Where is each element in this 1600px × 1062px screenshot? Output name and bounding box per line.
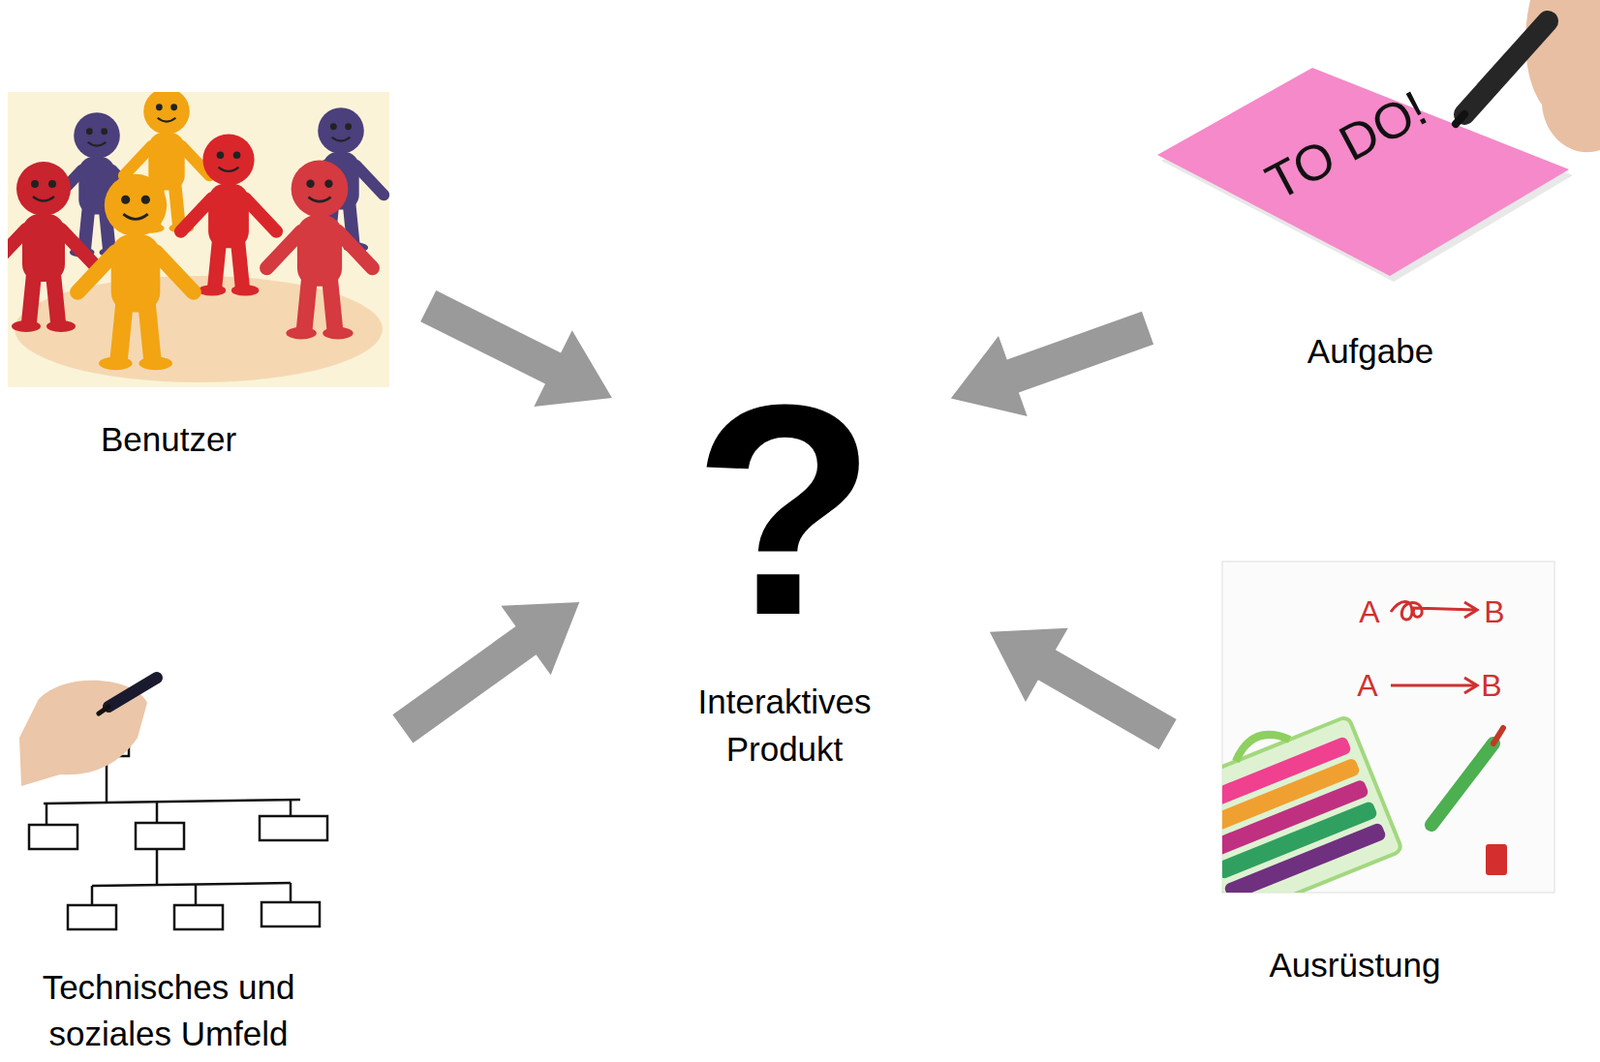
block-arrow — [392, 602, 580, 744]
question-mark: ? — [668, 384, 901, 637]
equipment-picture-part-part-part — [1230, 726, 1290, 762]
product-node: ? Interaktives Produkt — [668, 384, 901, 773]
users-picture — [7, 92, 390, 388]
todo-note-picture-part — [1455, 114, 1465, 124]
equipment-picture-part-part-part — [1223, 822, 1387, 893]
org-chart-picture-part — [259, 816, 328, 841]
org-chart-picture-part — [194, 885, 198, 906]
users-picture-part — [7, 161, 94, 333]
task-node: Aufgabe — [1163, 0, 1600, 375]
todo-note-picture — [1157, 0, 1600, 282]
todo-note-picture-part — [1464, 21, 1548, 115]
org-chart-picture-part — [155, 802, 159, 824]
handwritten-letter: A — [1356, 670, 1378, 702]
users-picture-part — [77, 174, 194, 370]
org-chart-picture-part — [91, 886, 94, 906]
equipment-picture-part-part-part — [1222, 716, 1403, 893]
block-arrow — [420, 290, 613, 407]
org-chart-picture-part — [67, 905, 117, 930]
equipment-picture-part-part — [1485, 844, 1508, 876]
handwritten-letter: A — [1358, 596, 1380, 628]
org-chart-picture-part — [29, 825, 78, 850]
handwritten-letter: B — [1480, 670, 1502, 702]
todo-note-picture-part — [1157, 67, 1570, 277]
org-chart-picture-part — [174, 905, 223, 930]
equipment-picture-part-part — [1464, 677, 1477, 694]
org-chart-picture-part — [108, 677, 157, 708]
user-node: Benutzer — [7, 92, 390, 463]
org-chart-picture-part — [92, 883, 291, 887]
environment-node: Technisches und soziales Umfeld — [15, 677, 332, 1058]
equipment-picture-part-part — [1493, 728, 1504, 744]
org-chart-picture-part — [261, 902, 320, 927]
org-chart-picture-part — [289, 883, 293, 903]
block-arrow — [989, 628, 1177, 751]
handwritten-letter: B — [1483, 596, 1505, 628]
equipment-picture-part-part — [1390, 684, 1477, 688]
equipment-picture — [1171, 561, 1555, 921]
block-arrow — [951, 311, 1154, 417]
equipment-picture-part-part — [1464, 602, 1477, 618]
equipment-picture-part-part — [1390, 602, 1477, 621]
users-picture-part — [266, 160, 372, 340]
node-label: Aufgabe — [1163, 328, 1578, 375]
equipment-picture-part — [1222, 602, 1508, 894]
todo-text: TO DO! — [1258, 82, 1435, 209]
node-label: Technisches und soziales Umfeld — [15, 964, 322, 1058]
org-chart-picture-part — [98, 707, 109, 714]
org-chart-picture-part — [135, 823, 185, 850]
equipment-picture-part-part — [1431, 743, 1494, 826]
org-chart-picture-part — [289, 800, 293, 817]
org-chart-picture-part — [155, 849, 159, 887]
node-label: Interaktives Produkt — [668, 677, 901, 773]
equipment-picture-part-part — [1222, 703, 1403, 893]
org-chart-picture — [19, 677, 328, 930]
org-chart-picture-part — [43, 800, 301, 804]
org-chart-picture-part — [45, 803, 49, 826]
node-label: Benutzer — [7, 416, 330, 463]
node-label: Ausrüstung — [1222, 942, 1488, 989]
